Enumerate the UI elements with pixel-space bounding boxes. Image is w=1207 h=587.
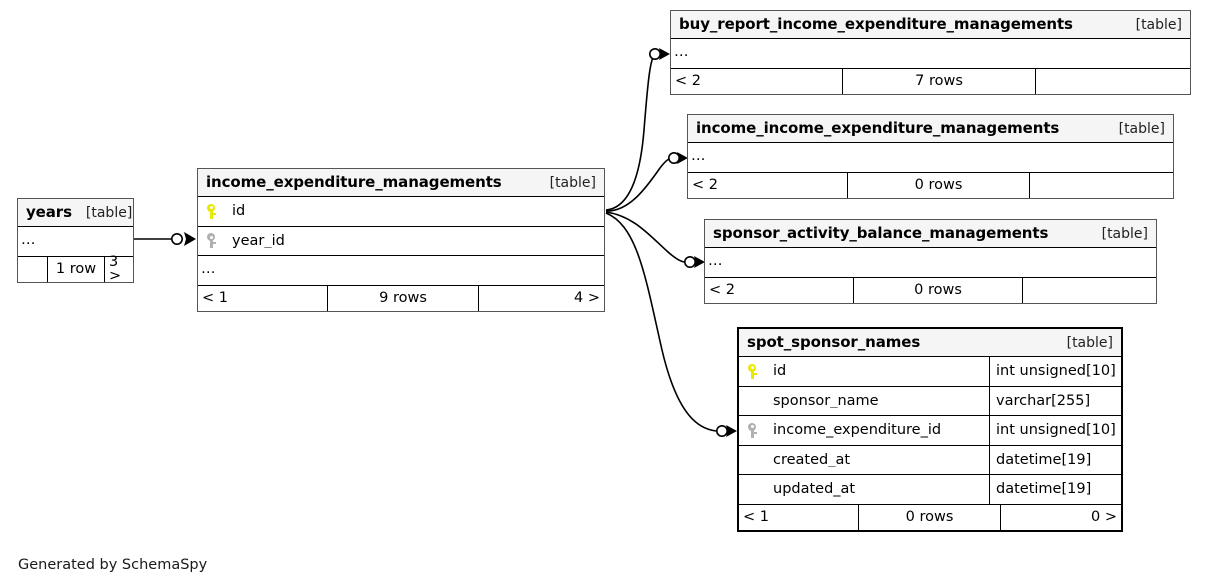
table-footer-spot-sponsor-names: < 1 0 rows 0 > — [739, 504, 1121, 530]
column-name: id — [232, 204, 246, 219]
footer-row-count: 1 row — [48, 256, 105, 282]
column-type: varchar[255] — [989, 386, 1121, 415]
table-row[interactable]: income_expenditure_id int unsigned[10] — [739, 416, 1121, 446]
footer-children-count: 0 > — [1091, 508, 1117, 525]
table-rows-years: … — [18, 227, 133, 257]
table-rows-sponsor-activity: … — [705, 248, 1156, 278]
table-title: sponsor_activity_balance_managements — [713, 224, 1049, 242]
table-columns-income-expenditure-managements: id year_id … — [198, 197, 604, 286]
table-node-buy-report-income-expenditure-managements[interactable]: buy_report_income_expenditure_management… — [670, 10, 1191, 95]
primary-key-icon — [739, 363, 767, 379]
table-row-ellipsis: … — [705, 248, 1156, 278]
footer-parents-count: < 2 — [671, 68, 843, 94]
table-title: years — [26, 203, 72, 221]
column-name: sponsor_name — [773, 393, 879, 408]
table-row[interactable]: id — [198, 197, 604, 227]
table-header-sponsor-activity-balance-managements: sponsor_activity_balance_managements [ta… — [705, 220, 1156, 248]
table-node-spot-sponsor-names[interactable]: spot_sponsor_names [table] id int unsign… — [737, 327, 1123, 532]
table-row[interactable]: year_id — [198, 226, 604, 256]
footer-row-count: 7 rows — [843, 68, 1036, 94]
column-name: income_expenditure_id — [773, 423, 942, 438]
footer-parents-count: < 2 — [688, 172, 848, 198]
table-header-income-income-expenditure-managements: income_income_expenditure_managements [t… — [688, 115, 1173, 143]
footer-row-count: 0 rows — [848, 172, 1030, 198]
table-footer-income-expenditure-managements: < 1 9 rows 4 > — [198, 285, 604, 311]
footer-parents-count: < 1 — [198, 285, 328, 311]
table-row-ellipsis: … — [198, 256, 604, 286]
footer-children-count: 4 > — [574, 289, 600, 306]
edge-iem-to-spot-sponsor — [605, 212, 717, 432]
footer-row-count: 0 rows — [854, 277, 1023, 303]
table-row[interactable]: id int unsigned[10] — [739, 357, 1121, 387]
footer-children-count: 3 > — [109, 253, 122, 284]
column-type: int unsigned[10] — [989, 416, 1121, 445]
footer-children-count — [1036, 69, 1190, 94]
footer-parents-count: < 2 — [705, 277, 854, 303]
column-name: created_at — [773, 452, 851, 467]
table-row-ellipsis: … — [688, 143, 1173, 173]
table-row-ellipsis: … — [671, 39, 1190, 69]
table-footer-years: 1 row 3 > — [18, 253, 133, 284]
footer-children-count — [1023, 278, 1156, 303]
footer-row-count: 9 rows — [328, 285, 479, 311]
table-node-years[interactable]: years [table] … 1 row 3 > — [17, 198, 134, 283]
table-title: income_income_expenditure_managements — [696, 119, 1060, 137]
table-footer-buy-report: < 2 7 rows — [671, 68, 1190, 94]
footer-parents-count — [18, 256, 48, 282]
table-footer-income-income: < 2 0 rows — [688, 172, 1173, 198]
table-node-income-income-expenditure-managements[interactable]: income_income_expenditure_managements [t… — [687, 114, 1174, 199]
column-type: int unsigned[10] — [989, 357, 1121, 386]
table-header-buy-report-income-expenditure-managements: buy_report_income_expenditure_management… — [671, 11, 1190, 39]
table-node-sponsor-activity-balance-managements[interactable]: sponsor_activity_balance_managements [ta… — [704, 219, 1157, 304]
edge-iem-to-buy-report — [605, 54, 655, 211]
column-name: year_id — [232, 233, 285, 248]
table-title: buy_report_income_expenditure_management… — [679, 15, 1073, 33]
footer-row-count: 0 rows — [859, 504, 1001, 530]
table-node-income-expenditure-managements[interactable]: income_expenditure_managements [table] i… — [197, 168, 605, 312]
table-title: spot_sponsor_names — [747, 333, 921, 351]
table-tag: [table] — [1135, 16, 1182, 33]
generated-by-label: Generated by SchemaSpy — [18, 557, 208, 573]
table-row[interactable]: created_at datetime[19] — [739, 445, 1121, 475]
table-tag: [table] — [1066, 334, 1113, 351]
table-footer-sponsor-activity: < 2 0 rows — [705, 277, 1156, 303]
table-header-income-expenditure-managements: income_expenditure_managements [table] — [198, 169, 604, 197]
table-tag: [table] — [1101, 225, 1148, 242]
table-header-years: years [table] — [18, 199, 133, 227]
foreign-key-icon — [739, 422, 767, 438]
table-columns-spot-sponsor-names: id int unsigned[10] sponsor_name varchar… — [739, 357, 1121, 505]
primary-key-icon — [198, 203, 226, 219]
edge-iem-to-sponsor-activity — [605, 211, 686, 263]
column-type: datetime[19] — [989, 445, 1121, 474]
table-rows-income-income: … — [688, 143, 1173, 173]
edge-iem-to-income-income — [605, 157, 673, 212]
table-row[interactable]: sponsor_name varchar[255] — [739, 386, 1121, 416]
table-tag: [table] — [549, 174, 596, 191]
footer-children-count — [1030, 173, 1173, 198]
table-row[interactable]: updated_at datetime[19] — [739, 475, 1121, 505]
footer-parents-count: < 1 — [739, 504, 859, 530]
column-type: datetime[19] — [989, 475, 1121, 504]
column-name: id — [773, 364, 787, 379]
table-header-spot-sponsor-names: spot_sponsor_names [table] — [739, 329, 1121, 357]
table-tag: [table] — [85, 204, 133, 221]
table-title: income_expenditure_managements — [206, 173, 502, 191]
table-tag: [table] — [1118, 120, 1165, 137]
table-row-ellipsis: … — [18, 227, 133, 257]
table-rows-buy-report: … — [671, 39, 1190, 69]
foreign-key-icon — [198, 233, 226, 249]
column-name: updated_at — [773, 482, 856, 497]
